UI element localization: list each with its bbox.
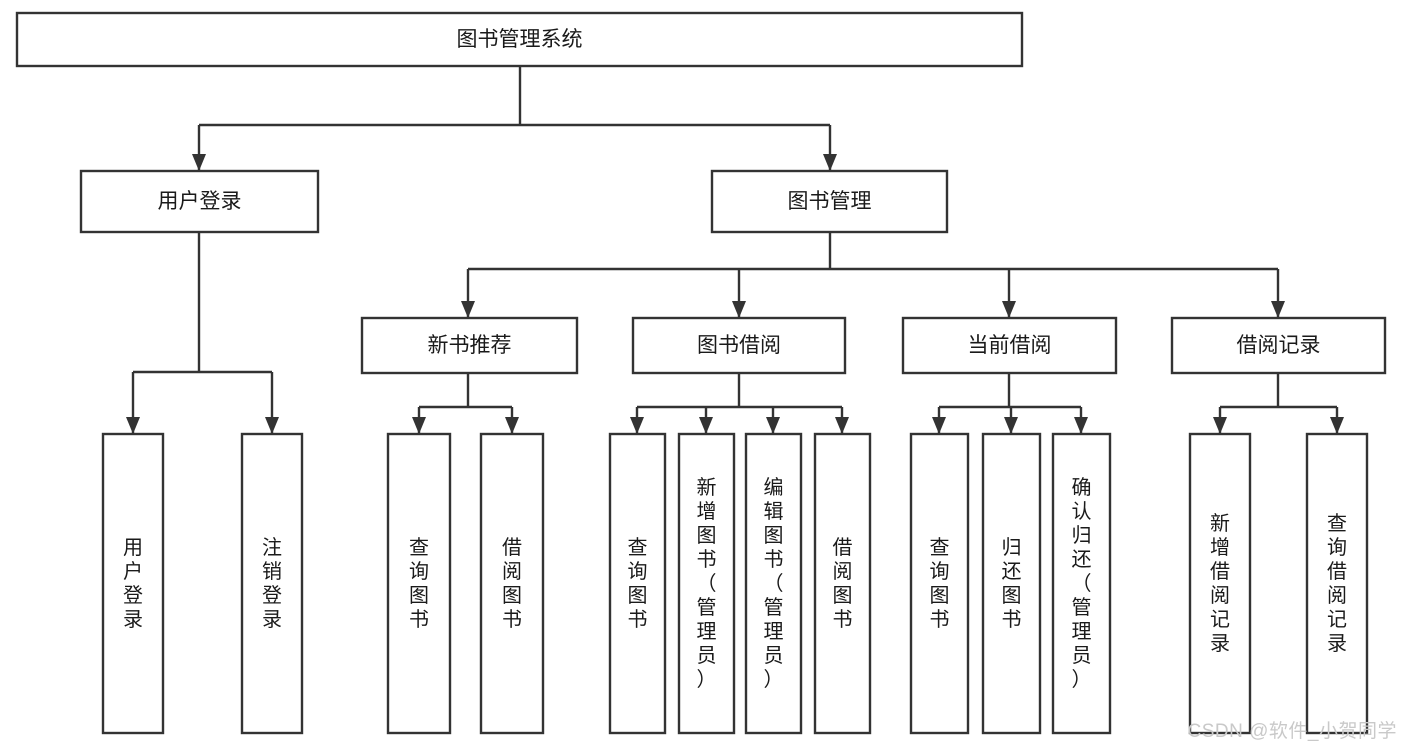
arrow-head-icon: [461, 301, 475, 318]
node-leaf-logout-label: 注销登录: [262, 536, 282, 631]
node-current-borrow-box[interactable]: [901, 316, 1118, 375]
node-leaf-query-book-2-box[interactable]: [608, 432, 667, 735]
node-leaf-borrow-book-2[interactable]: 借阅图书: [813, 432, 872, 735]
node-new-book-rec-label: 新书推荐: [428, 334, 512, 357]
node-borrow-record[interactable]: 借阅记录: [1170, 316, 1387, 375]
node-leaf-edit-book-box[interactable]: [744, 432, 803, 735]
arrow-head-icon: [505, 417, 519, 434]
node-leaf-query-book-2[interactable]: 查询图书: [608, 432, 667, 735]
arrow-head-icon: [265, 417, 279, 434]
node-borrow-record-box[interactable]: [1170, 316, 1387, 375]
node-user-login-box[interactable]: [79, 169, 320, 234]
node-leaf-query-record-box[interactable]: [1305, 432, 1369, 735]
node-leaf-return-book-box[interactable]: [981, 432, 1042, 735]
node-leaf-confirm-return-box[interactable]: [1051, 432, 1112, 735]
node-current-borrow[interactable]: 当前借阅: [901, 316, 1118, 375]
node-leaf-query-book-1[interactable]: 查询图书: [386, 432, 452, 735]
arrow-head-icon: [192, 154, 206, 171]
arrow-head-icon: [835, 417, 849, 434]
node-user-login-label: 用户登录: [158, 190, 242, 213]
node-leaf-query-record[interactable]: 查询借阅记录: [1305, 432, 1369, 735]
node-leaf-borrow-book-1-label: 借阅图书: [502, 536, 522, 631]
arrow-head-icon: [732, 301, 746, 318]
node-book-manage-box[interactable]: [710, 169, 949, 234]
node-leaf-edit-book-label: 编辑图书（管理员）: [764, 476, 784, 691]
arrow-head-icon: [412, 417, 426, 434]
node-leaf-user-login[interactable]: 用户登录: [101, 432, 165, 735]
arrow-head-icon: [766, 417, 780, 434]
node-leaf-add-record[interactable]: 新增借阅记录: [1188, 432, 1252, 735]
node-new-book-rec-box[interactable]: [360, 316, 579, 375]
arrow-head-icon: [1074, 417, 1088, 434]
node-leaf-query-book-1-label: 查询图书: [409, 536, 429, 631]
node-book-borrow[interactable]: 图书借阅: [631, 316, 847, 375]
arrow-head-icon: [1271, 301, 1285, 318]
node-leaf-user-login-box[interactable]: [101, 432, 165, 735]
arrow-head-icon: [932, 417, 946, 434]
arrow-head-icon: [1213, 417, 1227, 434]
node-leaf-logout-box[interactable]: [240, 432, 304, 735]
arrow-head-icon: [699, 417, 713, 434]
arrow-head-icon: [630, 417, 644, 434]
node-leaf-logout[interactable]: 注销登录: [240, 432, 304, 735]
node-new-book-rec[interactable]: 新书推荐: [360, 316, 579, 375]
connector-layer: [126, 66, 1344, 434]
node-leaf-add-record-label: 新增借阅记录: [1210, 512, 1230, 655]
node-leaf-borrow-book-1-box[interactable]: [479, 432, 545, 735]
arrow-head-icon: [1004, 417, 1018, 434]
arrow-head-icon: [823, 154, 837, 171]
arrow-head-icon: [1330, 417, 1344, 434]
node-leaf-query-book-3-label: 查询图书: [930, 536, 950, 631]
node-leaf-borrow-book-1[interactable]: 借阅图书: [479, 432, 545, 735]
node-layer: 图书管理系统用户登录图书管理新书推荐图书借阅当前借阅借阅记录用户登录注销登录查询…: [15, 11, 1387, 735]
node-leaf-edit-book[interactable]: 编辑图书（管理员）: [744, 432, 803, 735]
node-leaf-query-book-3[interactable]: 查询图书: [909, 432, 970, 735]
node-book-manage-label: 图书管理: [788, 190, 872, 213]
node-leaf-add-book-label: 新增图书（管理员）: [697, 476, 717, 691]
node-leaf-return-book[interactable]: 归还图书: [981, 432, 1042, 735]
node-leaf-query-book-2-label: 查询图书: [628, 536, 648, 631]
node-leaf-query-book-3-box[interactable]: [909, 432, 970, 735]
node-user-login[interactable]: 用户登录: [79, 169, 320, 234]
arrow-head-icon: [126, 417, 140, 434]
node-leaf-user-login-label: 用户登录: [123, 537, 143, 631]
node-leaf-add-book-box[interactable]: [677, 432, 736, 735]
csdn-watermark: CSDN @软件_小贺同学: [1187, 721, 1397, 742]
node-root-label: 图书管理系统: [457, 28, 583, 51]
node-leaf-query-book-1-box[interactable]: [386, 432, 452, 735]
node-leaf-borrow-book-2-label: 借阅图书: [833, 536, 853, 631]
node-book-manage[interactable]: 图书管理: [710, 169, 949, 234]
node-leaf-query-record-label: 查询借阅记录: [1327, 512, 1347, 655]
node-book-borrow-box[interactable]: [631, 316, 847, 375]
node-leaf-confirm-return[interactable]: 确认归还（管理员）: [1051, 432, 1112, 735]
node-root[interactable]: 图书管理系统: [15, 11, 1024, 68]
node-leaf-borrow-book-2-box[interactable]: [813, 432, 872, 735]
node-current-borrow-label: 当前借阅: [968, 334, 1052, 357]
node-borrow-record-label: 借阅记录: [1237, 334, 1321, 357]
arrow-head-icon: [1002, 301, 1016, 318]
node-leaf-add-record-box[interactable]: [1188, 432, 1252, 735]
node-leaf-return-book-label: 归还图书: [1002, 536, 1022, 631]
node-leaf-add-book[interactable]: 新增图书（管理员）: [677, 432, 736, 735]
node-leaf-confirm-return-label: 确认归还（管理员）: [1072, 476, 1092, 691]
node-book-borrow-label: 图书借阅: [697, 334, 781, 357]
node-root-box[interactable]: [15, 11, 1024, 68]
